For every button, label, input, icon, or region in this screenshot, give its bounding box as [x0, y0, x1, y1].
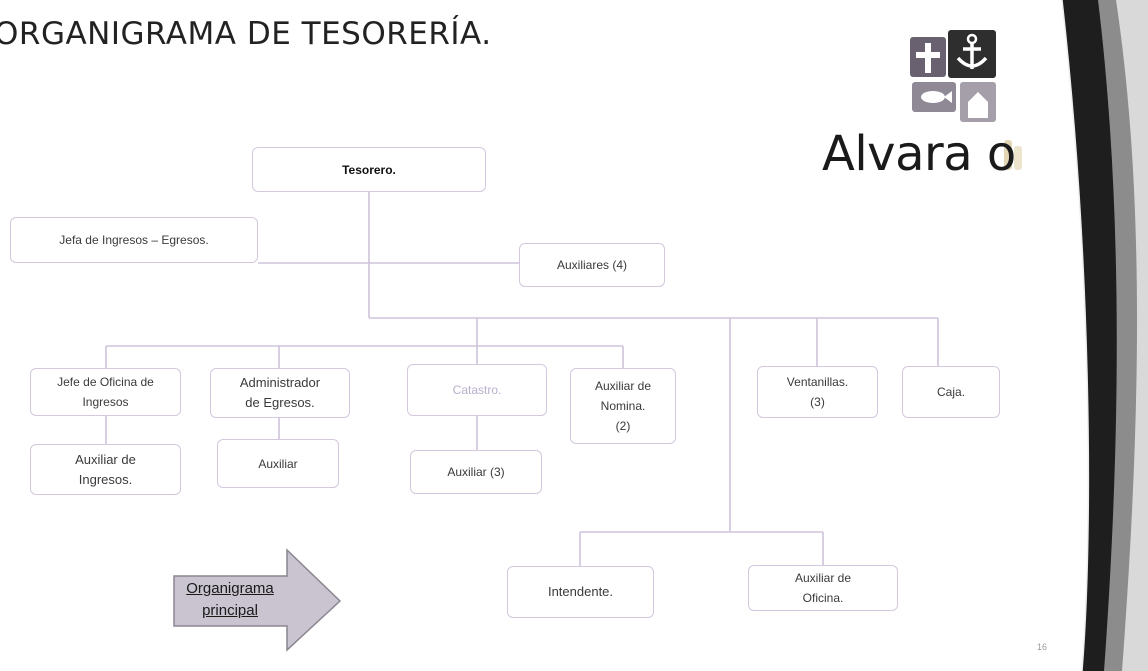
node-auxiliar-nomina: Auxiliar de Nomina. (2) — [570, 368, 676, 444]
node-auxiliar-ingresos: Auxiliar de Ingresos. — [30, 444, 181, 495]
logo-wordmark: Alvara o — [822, 126, 1016, 182]
node-caja: Caja. — [902, 366, 1000, 418]
node-tesorero: Tesorero. — [252, 147, 486, 192]
alvarado-logo — [910, 30, 1022, 170]
node-intendente: Intendente. — [507, 566, 654, 618]
organigrama-principal-link[interactable]: Organigrama principal — [162, 546, 344, 652]
slide-title: ORGANIGRAMA DE TESORERÍA. — [0, 16, 492, 52]
node-jefe-oficina-ingresos: Jefe de Oficina de Ingresos — [30, 368, 181, 416]
node-catastro: Catastro. — [407, 364, 547, 416]
node-auxiliar: Auxiliar — [217, 439, 339, 488]
node-ventanillas: Ventanillas. (3) — [757, 366, 878, 418]
node-auxiliar-3: Auxiliar (3) — [410, 450, 542, 494]
node-auxiliares: Auxiliares (4) — [519, 243, 665, 287]
right-arrow-icon — [173, 548, 342, 652]
node-jefa-ingresos-egresos: Jefa de Ingresos – Egresos. — [10, 217, 258, 263]
node-auxiliar-oficina: Auxiliar de Oficina. — [748, 565, 898, 611]
page-number: 16 — [1037, 642, 1048, 652]
organigrama-principal-label[interactable]: Organigrama principal — [186, 580, 274, 619]
node-administrador-egresos: Administrador de Egresos. — [210, 368, 350, 418]
